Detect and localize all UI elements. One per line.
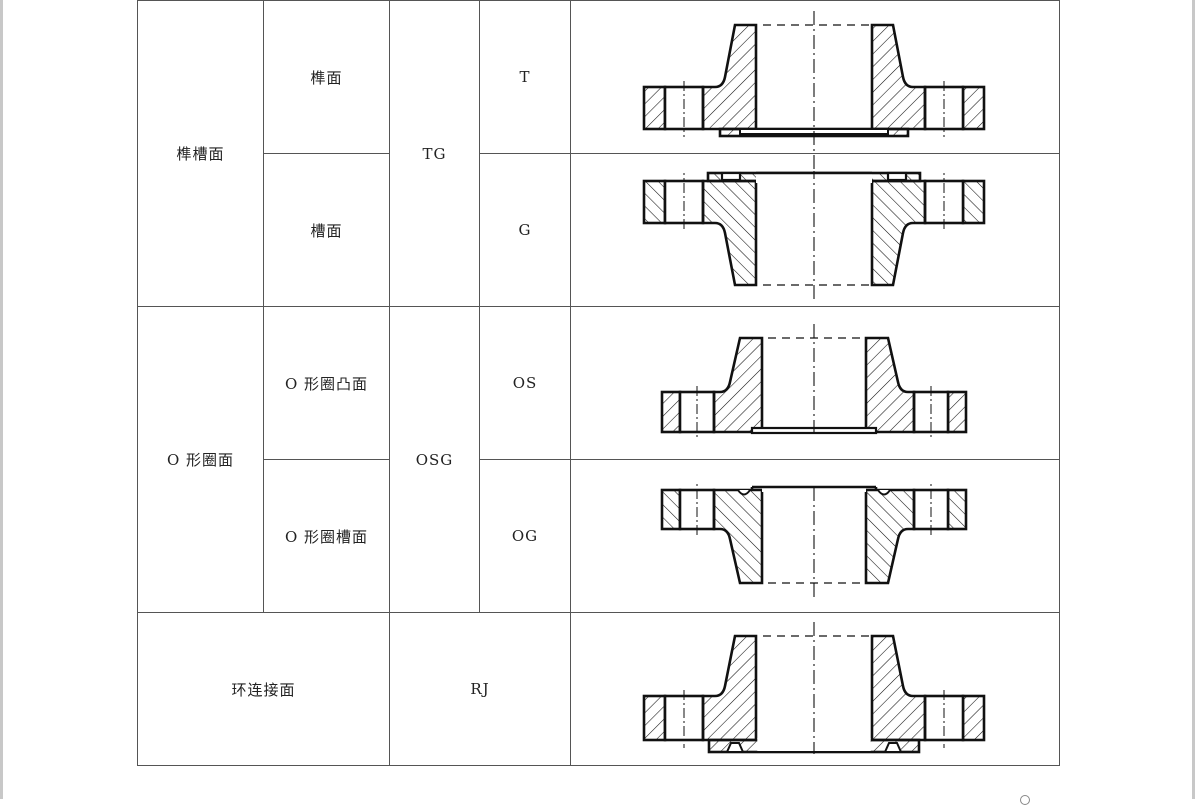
facing-symbol-cell: OG <box>479 459 571 613</box>
facing-symbol-cell: OS <box>479 306 571 460</box>
drawing-cell-rj <box>570 612 1060 766</box>
table-row: 环连接面 RJ <box>137 612 1060 766</box>
facing-symbol-cell: G <box>479 153 571 307</box>
table-row: 槽面 G <box>138 153 1060 307</box>
page-mark <box>1020 795 1030 805</box>
facing-subtype-cell: O 形圈凸面 <box>263 306 390 460</box>
facing-subtype-cell: 槽面 <box>263 153 390 307</box>
drawing-cell-os <box>570 306 1060 460</box>
drawing-cell-t <box>570 0 1060 154</box>
drawing-cell-g <box>570 153 1060 307</box>
table-row: 榫槽面 榫面 TG T <box>137 0 1060 307</box>
page-edge-right <box>1192 0 1195 799</box>
facing-type-cell: 榫槽面 <box>137 0 264 307</box>
table-row: O 形圈槽面 OG <box>138 459 1060 613</box>
facing-code-cell: TG <box>389 0 480 307</box>
facing-symbol-cell: T <box>479 0 571 154</box>
facing-code-cell: RJ <box>389 612 571 766</box>
drawing-cell-og <box>570 459 1060 613</box>
facing-code-cell: OSG <box>389 306 480 613</box>
facing-type-cell: 环连接面 <box>137 612 390 766</box>
facing-type-cell: O 形圈面 <box>137 306 264 613</box>
flange-facing-table: 榫槽面 榫面 TG T 槽面 G O 形圈面 O 形圈凸面 OSG OS O 形… <box>137 0 1060 766</box>
table-row: O 形圈面 O 形圈凸面 OSG OS <box>137 306 1060 613</box>
facing-subtype-cell: O 形圈槽面 <box>263 459 390 613</box>
facing-subtype-cell: 榫面 <box>263 0 390 154</box>
page-edge-left <box>0 0 3 799</box>
